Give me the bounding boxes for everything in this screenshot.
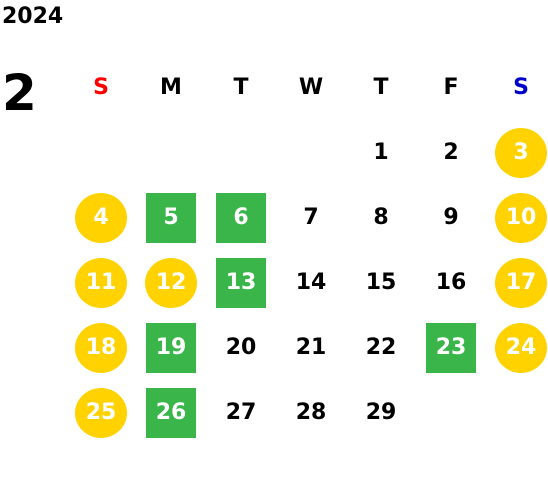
day-number: 22	[365, 335, 397, 360]
day-cell-22[interactable]: 22	[346, 315, 416, 380]
day-number: 10	[495, 192, 547, 243]
day-number: 4	[75, 192, 127, 243]
year-label: 2024	[2, 4, 64, 29]
weekday-header-0: S	[93, 75, 109, 100]
day-number: 26	[146, 387, 196, 438]
empty-day-cell	[66, 120, 136, 185]
day-number: 13	[216, 257, 266, 308]
day-number: 8	[373, 205, 389, 230]
day-number: 11	[75, 257, 127, 308]
empty-day-cell	[136, 120, 206, 185]
day-cell-12[interactable]: 12	[136, 250, 206, 315]
day-number: 21	[295, 335, 327, 360]
day-number: 6	[216, 192, 266, 243]
day-cell-8[interactable]: 8	[346, 185, 416, 250]
day-number: 20	[225, 335, 257, 360]
day-cell-27[interactable]: 27	[206, 380, 276, 445]
empty-day-cell	[206, 120, 276, 185]
day-number: 12	[145, 257, 197, 308]
day-cell-13[interactable]: 13	[206, 250, 276, 315]
day-number: 14	[295, 270, 327, 295]
day-number: 3	[495, 127, 547, 178]
day-number: 23	[426, 322, 476, 373]
day-cell-11[interactable]: 11	[66, 250, 136, 315]
weekday-header-2: T	[233, 75, 249, 100]
day-number: 1	[373, 140, 389, 165]
day-number: 25	[75, 387, 127, 438]
day-number: 17	[495, 257, 547, 308]
day-cell-18[interactable]: 18	[66, 315, 136, 380]
day-cell-15[interactable]: 15	[346, 250, 416, 315]
day-number: 19	[146, 322, 196, 373]
weekday-header-5: F	[443, 75, 459, 100]
day-cell-21[interactable]: 21	[276, 315, 346, 380]
day-cell-14[interactable]: 14	[276, 250, 346, 315]
day-number: 15	[365, 270, 397, 295]
day-cell-5[interactable]: 5	[136, 185, 206, 250]
day-cell-19[interactable]: 19	[136, 315, 206, 380]
day-cell-29[interactable]: 29	[346, 380, 416, 445]
day-cell-10[interactable]: 10	[486, 185, 548, 250]
weekday-header-6: S	[513, 75, 529, 100]
day-number: 24	[495, 322, 547, 373]
day-number: 18	[75, 322, 127, 373]
day-number: 9	[443, 205, 459, 230]
day-cell-16[interactable]: 16	[416, 250, 486, 315]
empty-day-cell	[276, 120, 346, 185]
day-cell-1[interactable]: 1	[346, 120, 416, 185]
day-cell-17[interactable]: 17	[486, 250, 548, 315]
day-number: 7	[303, 205, 319, 230]
day-cell-23[interactable]: 23	[416, 315, 486, 380]
day-cell-25[interactable]: 25	[66, 380, 136, 445]
day-number: 16	[435, 270, 467, 295]
day-cell-7[interactable]: 7	[276, 185, 346, 250]
empty-day-cell	[416, 380, 486, 445]
day-number: 28	[295, 400, 327, 425]
day-number: 29	[365, 400, 397, 425]
day-cell-6[interactable]: 6	[206, 185, 276, 250]
month-label: 2	[2, 64, 37, 122]
weekday-header-4: T	[373, 75, 389, 100]
day-cell-26[interactable]: 26	[136, 380, 206, 445]
weekday-header-3: W	[298, 75, 324, 100]
day-cell-3[interactable]: 3	[486, 120, 548, 185]
empty-day-cell	[486, 380, 548, 445]
day-cell-4[interactable]: 4	[66, 185, 136, 250]
day-number: 2	[443, 140, 459, 165]
day-cell-20[interactable]: 20	[206, 315, 276, 380]
day-cell-9[interactable]: 9	[416, 185, 486, 250]
day-number: 27	[225, 400, 257, 425]
day-cell-2[interactable]: 2	[416, 120, 486, 185]
day-number: 5	[146, 192, 196, 243]
day-cell-28[interactable]: 28	[276, 380, 346, 445]
day-cell-24[interactable]: 24	[486, 315, 548, 380]
weekday-header-1: M	[160, 75, 182, 100]
